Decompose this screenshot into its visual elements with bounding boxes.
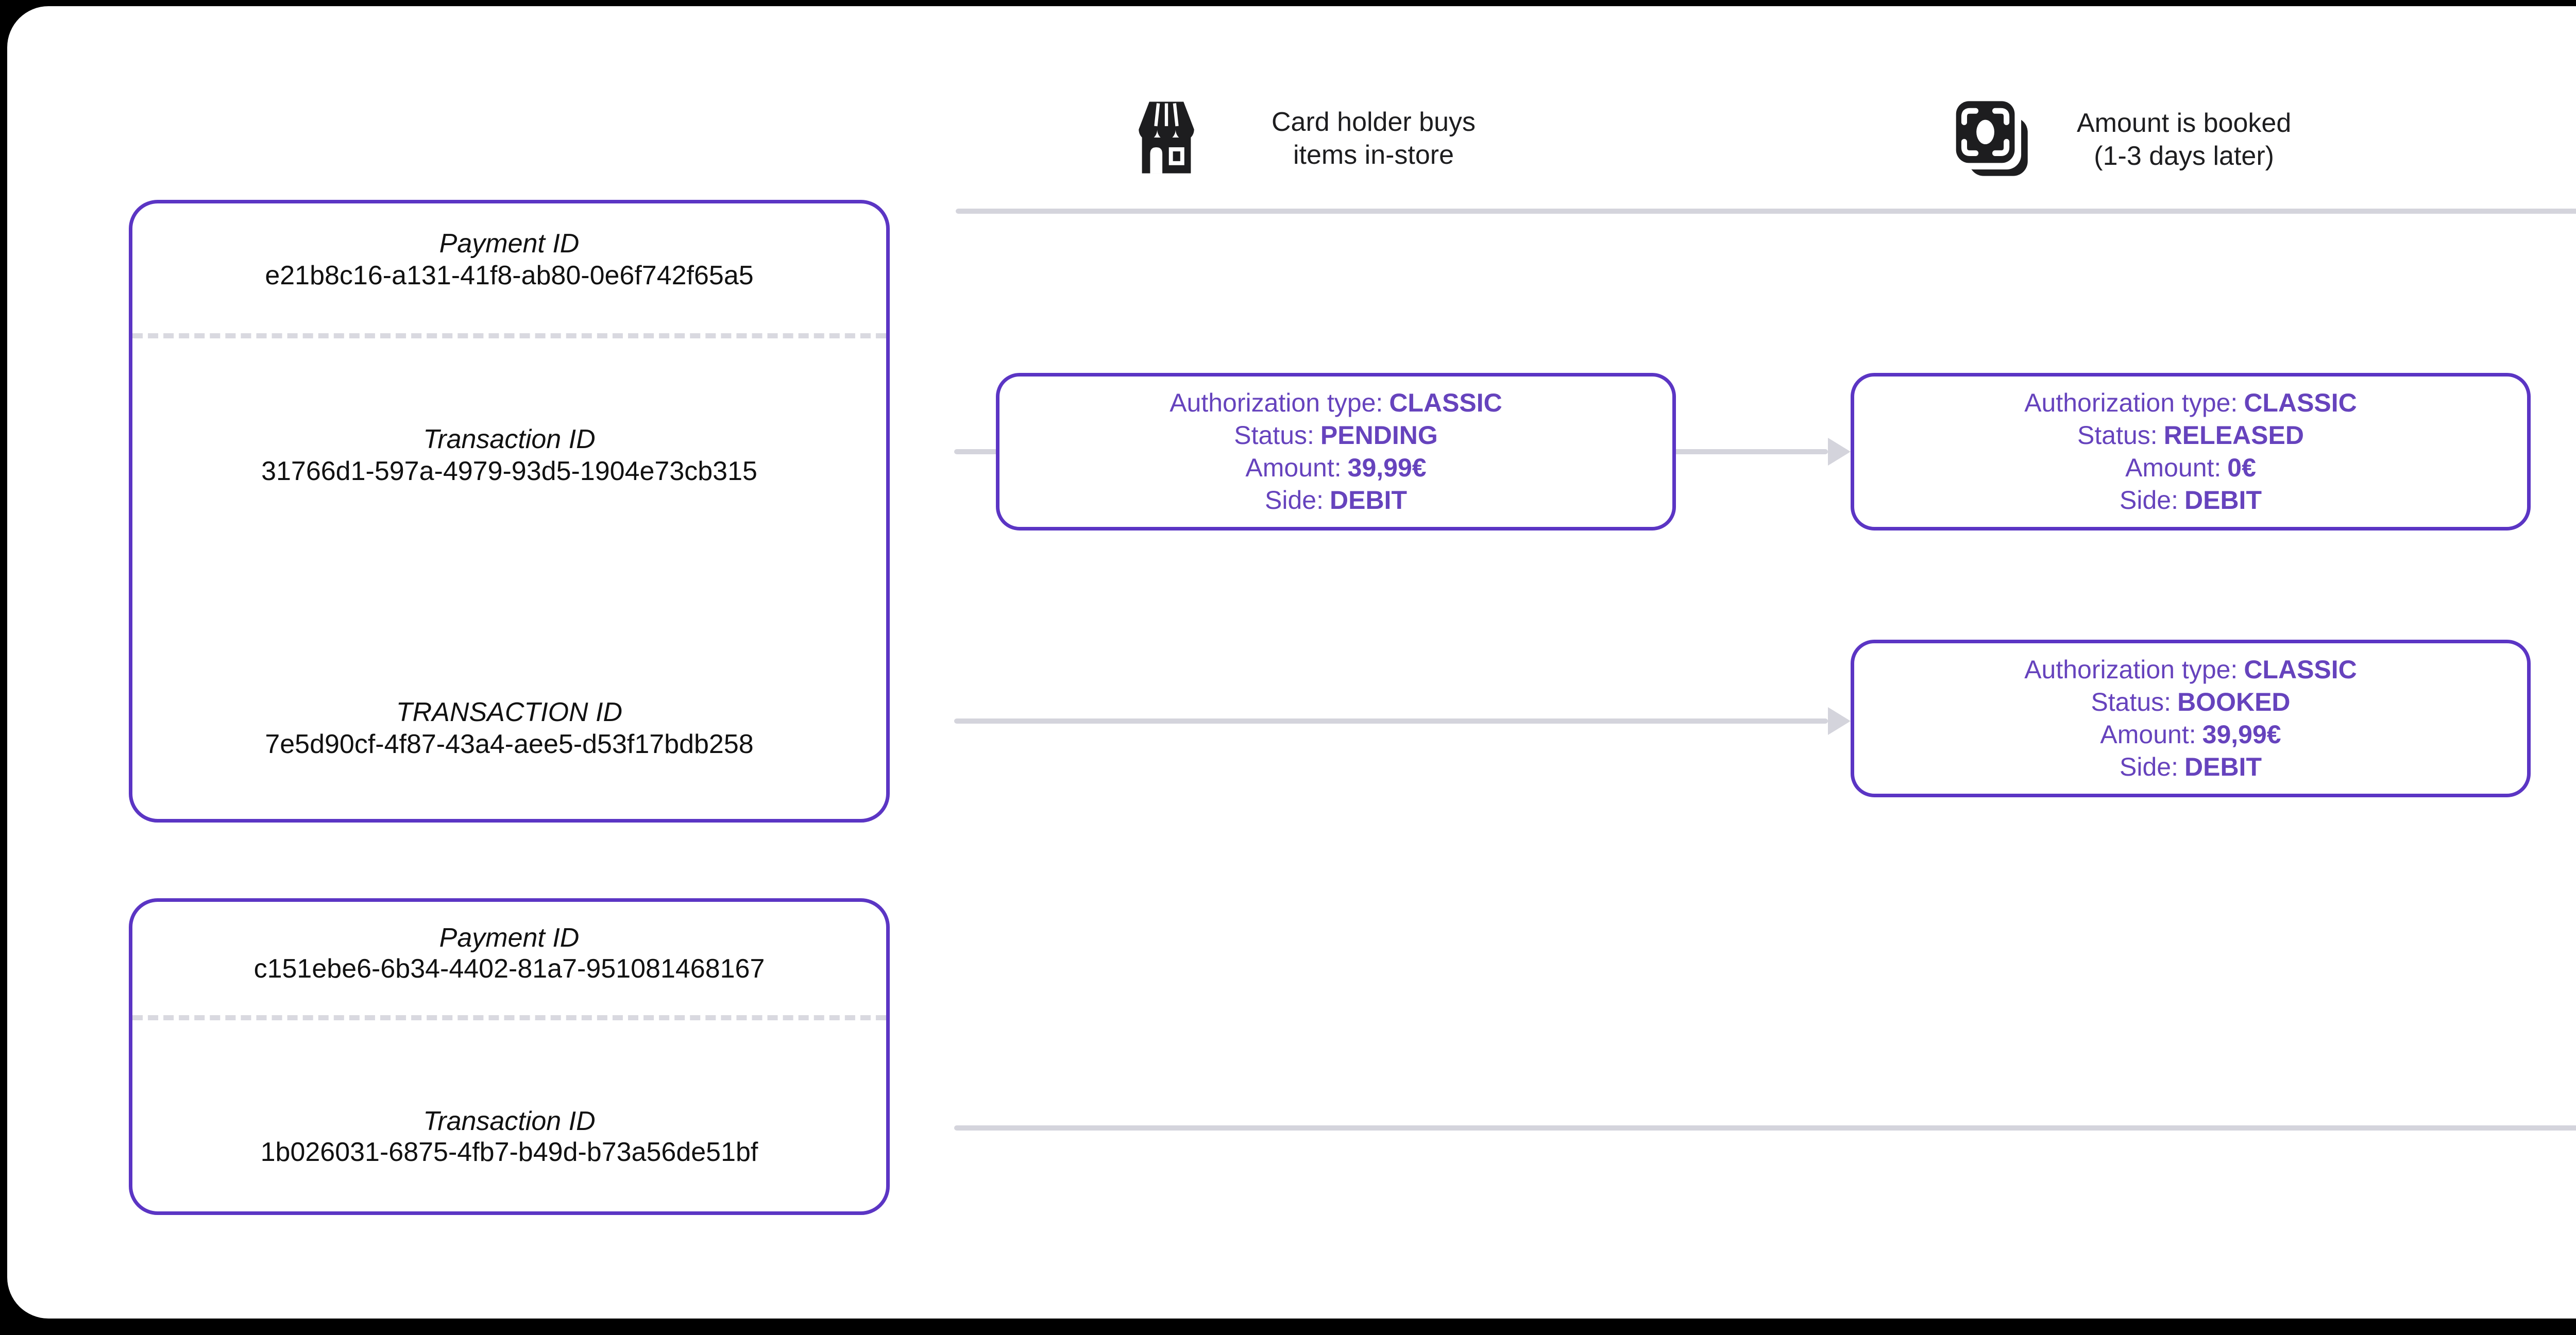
auth-type-value: CLASSIC [1389,388,1502,417]
transaction-id-label: Transaction ID [423,1106,596,1136]
dashed-divider [132,333,886,338]
stage-buy-in-store: Card holder buys items in-store [1126,97,1476,180]
connector-tx2-to-booked [954,718,1828,724]
auth-type-label: Authorization type: [2024,655,2238,684]
auth-status-value: BOOKED [2177,688,2291,716]
connector-arrowhead-icon [1828,707,1851,735]
stage-label-line: items in-store [1293,140,1454,170]
auth-type-value: CLASSIC [2244,655,2357,684]
auth-type-value: CLASSIC [2244,388,2357,417]
auth-amount-label: Amount: [2125,453,2222,482]
auth-amount-label: Amount: [2100,720,2196,749]
transaction-id-label: TRANSACTION ID [396,697,623,727]
payment-id-label: Payment ID [439,923,580,953]
transaction-id-label: Transaction ID [423,424,596,454]
timeline-arrow-line [956,209,2576,214]
auth-amount-value: 39,99€ [1347,453,1427,482]
auth-side-line: Side:DEBIT [1265,484,1407,517]
auth-status-value: RELEASED [2163,421,2304,450]
auth-status-line: Status:BOOKED [2091,686,2290,718]
auth-type-label: Authorization type: [2024,388,2238,417]
auth-amount-line: Amount:39,99€ [1245,452,1426,484]
auth-node-pending: Authorization type:CLASSIC Status:PENDIN… [996,373,1676,530]
auth-node-booked-debit: Authorization type:CLASSIC Status:BOOKED… [1851,640,2531,797]
stage-label-line: Amount is booked [2077,108,2292,138]
connector-tx1-to-pending [954,449,998,454]
connector-tx3-to-credit [954,1125,2576,1131]
auth-node-released: Authorization type:CLASSIC Status:RELEAS… [1851,373,2531,530]
auth-amount-line: Amount:39,99€ [2100,718,2281,751]
auth-side-value: DEBIT [2184,752,2262,781]
auth-status-label: Status: [2091,688,2172,716]
auth-status-label: Status: [1234,421,1314,450]
payment-id-value: e21b8c16-a131-41f8-ab80-0e6f742f65a5 [265,261,754,290]
auth-side-line: Side:DEBIT [2120,484,2262,517]
storefront-icon [1126,97,1207,181]
auth-amount-line: Amount:0€ [2125,452,2256,484]
stage-amount-booked: Amount is booked (1-3 days later) [1949,99,2291,180]
auth-amount-label: Amount: [1245,453,1342,482]
stage-label-line: Card holder buys [1272,107,1476,137]
connector-pending-to-released [1673,449,1828,454]
payment-box-2: Payment ID c151ebe6-6b34-4402-81a7-95108… [129,898,890,1215]
auth-status-line: Status:PENDING [1234,419,1437,452]
auth-type-line: Authorization type:CLASSIC [2024,654,2357,686]
payment-id-value: c151ebe6-6b34-4402-81a7-951081468167 [253,954,765,984]
auth-side-value: DEBIT [2184,486,2262,515]
auth-status-label: Status: [2077,421,2158,450]
transaction-id-value: 1b026031-6875-4fb7-b49d-b73a56de51bf [260,1137,758,1167]
payment-box-1: Payment ID e21b8c16-a131-41f8-ab80-0e6f7… [129,200,890,823]
dashed-divider [132,1015,886,1020]
stage-label: Card holder buys items in-store [1272,106,1476,172]
auth-status-value: PENDING [1320,421,1438,450]
stage-label: Amount is booked (1-3 days later) [2077,107,2291,173]
banknotes-icon [1949,98,2036,182]
auth-amount-value: 0€ [2227,453,2256,482]
auth-side-label: Side: [1265,486,1324,515]
auth-side-value: DEBIT [1329,486,1407,515]
payment-id-label: Payment ID [439,229,580,259]
connector-arrowhead-icon [1828,438,1851,466]
transaction-id-value: 7e5d90cf-4f87-43a4-aee5-d53f17bdb258 [265,729,754,759]
auth-side-label: Side: [2120,752,2178,781]
auth-status-line: Status:RELEASED [2077,419,2304,452]
auth-amount-value: 39,99€ [2202,720,2281,749]
auth-side-line: Side:DEBIT [2120,751,2262,783]
auth-type-line: Authorization type:CLASSIC [2024,387,2357,419]
auth-type-line: Authorization type:CLASSIC [1170,387,1502,419]
auth-side-label: Side: [2120,486,2178,515]
stage-label-line: (1-3 days later) [2094,141,2274,171]
auth-type-label: Authorization type: [1170,388,1383,417]
transaction-id-value: 31766d1-597a-4979-93d5-1904e73cb315 [261,456,757,486]
